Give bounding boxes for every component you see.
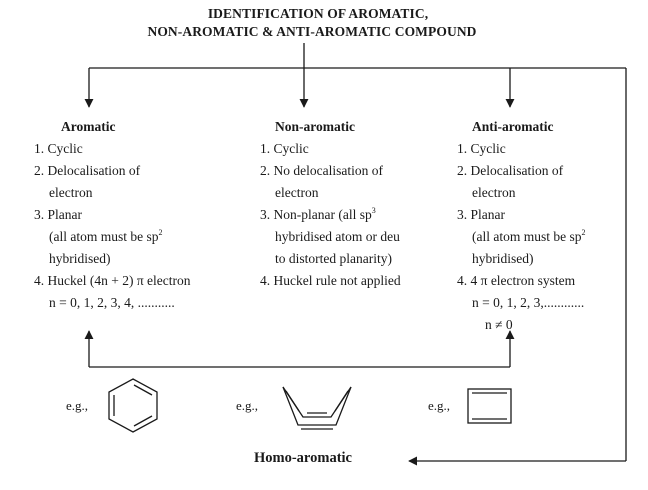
aromatic-item-3a: 3. Planar xyxy=(34,207,82,222)
non-aromatic-item-2b: electron xyxy=(275,185,319,200)
non-aromatic-item-3a-text: 3. Non-planar (all sp xyxy=(260,207,372,222)
anti-aromatic-item-1: 1. Cyclic xyxy=(457,141,506,156)
aromatic-item-3b-sup: 2 xyxy=(158,228,163,237)
non-aromatic-item-3c: to distorted planarity) xyxy=(275,251,392,266)
anti-aromatic-item-2a: 2. Delocalisation of xyxy=(457,163,564,178)
aromatic-item-2b: electron xyxy=(49,185,93,200)
non-aromatic-item-4: 4. Huckel rule not applied xyxy=(260,273,401,288)
diagram-title-line-1: IDENTIFICATION OF AROMATIC, xyxy=(207,6,429,21)
diagram-title-line-2: NON-AROMATIC & ANTI-AROMATIC COMPOUND xyxy=(147,24,477,39)
aromatic-item-3c: hybridised) xyxy=(49,251,111,266)
non-aromatic-item-3a: 3. Non-planar (all sp3 xyxy=(260,204,401,226)
example-label-non-aromatic: e.g., xyxy=(236,398,259,413)
example-label-aromatic: e.g., xyxy=(66,398,89,413)
aromatic-item-4: 4. Huckel (4n + 2) π electron xyxy=(34,273,191,288)
aromatic-column: Aromatic 1. Cyclic 2. Delocalisation of … xyxy=(34,116,191,314)
anti-aromatic-item-3c: hybridised) xyxy=(472,251,534,266)
non-aromatic-item-1: 1. Cyclic xyxy=(260,141,309,156)
non-aromatic-item-3b: hybridised atom or deu xyxy=(275,229,400,244)
anti-aromatic-item-4: 4. 4 π electron system xyxy=(457,273,576,288)
cyclooctatetraene-tub-structure xyxy=(282,386,352,430)
non-aromatic-heading: Non-aromatic xyxy=(275,119,355,134)
aromatic-item-1: 1. Cyclic xyxy=(34,141,83,156)
homo-aromatic-label: Homo-aromatic xyxy=(254,450,352,466)
aromatic-item-3b: (all atom must be sp2 xyxy=(34,226,191,248)
example-label-anti-aromatic: e.g., xyxy=(428,398,451,413)
benzene-structure xyxy=(108,378,158,433)
anti-aromatic-item-5: n = 0, 1, 2, 3,............ xyxy=(472,295,585,310)
aromatic-item-5: n = 0, 1, 2, 3, 4, ........... xyxy=(49,295,175,310)
cyclobutadiene-structure xyxy=(467,388,512,424)
anti-aromatic-item-6: n ≠ 0 xyxy=(485,317,513,332)
anti-aromatic-item-3a: 3. Planar xyxy=(457,207,505,222)
non-aromatic-column: Non-aromatic 1. Cyclic 2. No delocalisat… xyxy=(260,116,401,292)
anti-aromatic-heading: Anti-aromatic xyxy=(472,119,554,134)
anti-aromatic-item-3b: (all atom must be sp2 xyxy=(457,226,585,248)
anti-aromatic-column: Anti-aromatic 1. Cyclic 2. Delocalisatio… xyxy=(457,116,585,336)
non-aromatic-item-3a-sup: 3 xyxy=(371,206,376,215)
aromatic-item-3b-text: (all atom must be sp xyxy=(49,229,159,244)
aromatic-item-2a: 2. Delocalisation of xyxy=(34,163,141,178)
anti-aromatic-item-3b-sup: 2 xyxy=(581,228,586,237)
non-aromatic-item-2a: 2. No delocalisation of xyxy=(260,163,383,178)
aromatic-heading: Aromatic xyxy=(61,119,116,134)
anti-aromatic-item-2b: electron xyxy=(472,185,516,200)
anti-aromatic-item-3b-text: (all atom must be sp xyxy=(472,229,582,244)
